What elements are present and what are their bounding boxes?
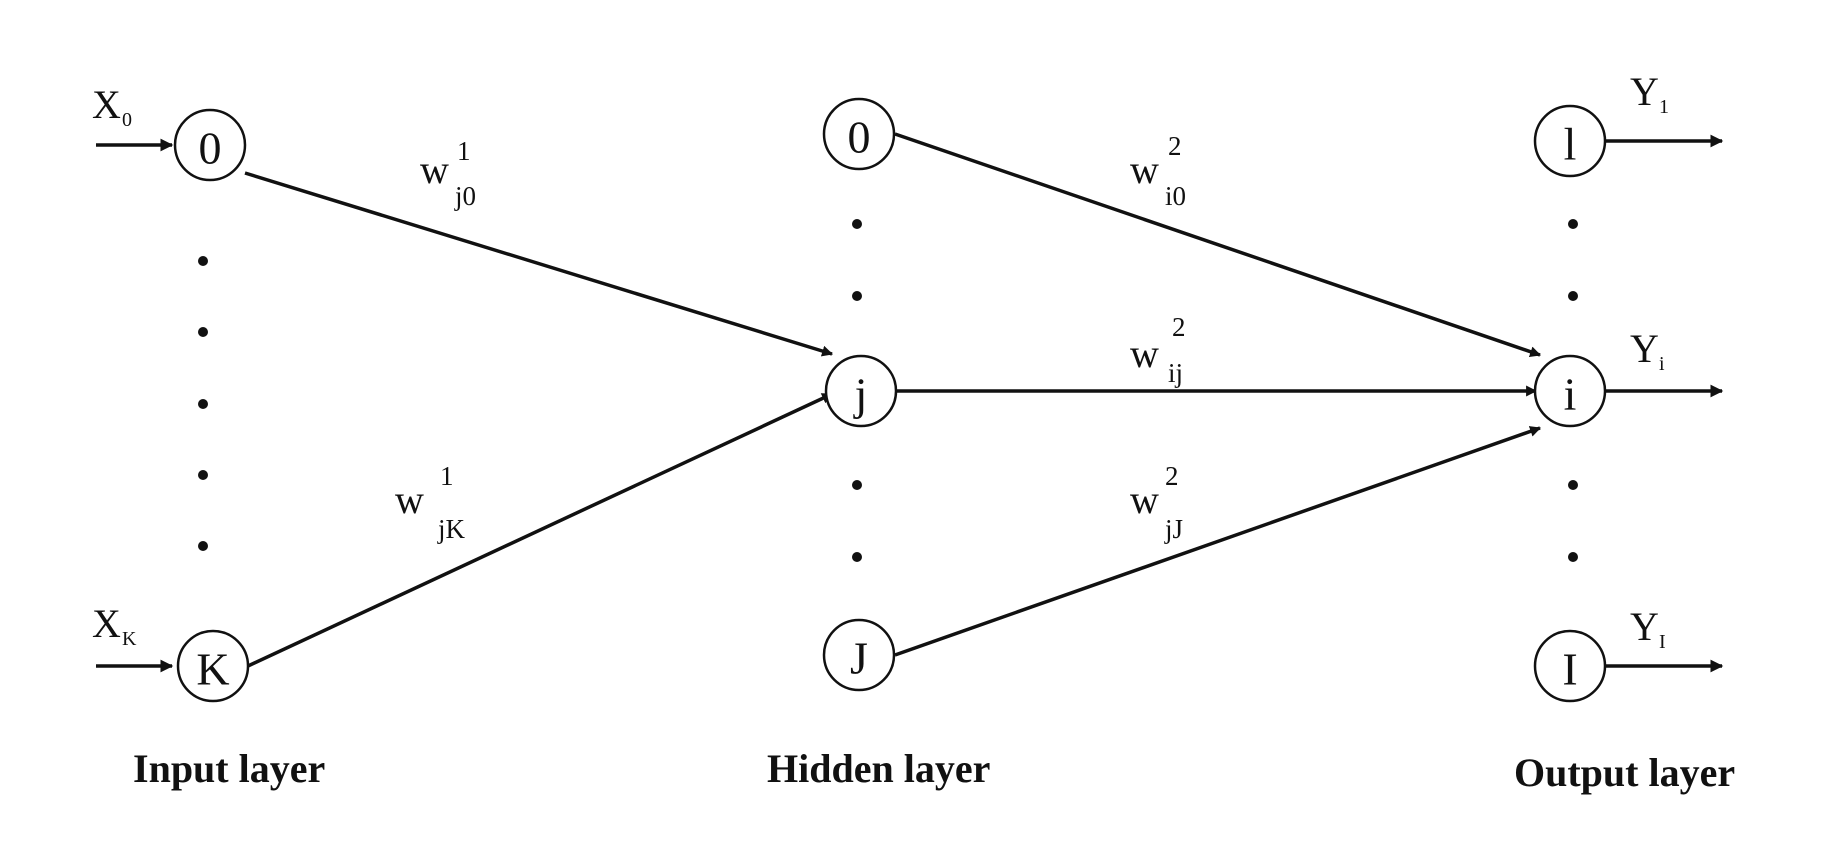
output-ellipsis-dots xyxy=(1568,219,1578,562)
weight-label-w-i0: w 2 i0 xyxy=(1130,131,1186,211)
hidden-node-J-label: J xyxy=(850,633,868,684)
input-label-x0: X 0 xyxy=(92,82,132,131)
output-layer-label: Output layer xyxy=(1514,750,1735,795)
output-node-I-label: I xyxy=(1562,644,1577,695)
hidden-node-0-label: 0 xyxy=(848,112,871,163)
weight-w-jJ-sub: jJ xyxy=(1164,514,1183,544)
output-layer: l i I xyxy=(1533,104,1607,703)
output-arrows xyxy=(1606,134,1724,673)
weight-w-jK-sup: 1 xyxy=(440,461,454,491)
connections xyxy=(244,132,1542,668)
input-node-K: K xyxy=(176,629,250,703)
edge-hiddenJ-to-outputi xyxy=(894,426,1542,657)
input-layer: 0 K xyxy=(173,108,250,703)
hidden-node-j: j xyxy=(824,354,898,428)
weight-w-ij-sup: 2 xyxy=(1172,312,1186,342)
weight-label-w-jJ: w 2 jJ xyxy=(1130,461,1183,544)
output-label-y1-sub: 1 xyxy=(1659,96,1669,118)
weight-w-i0-sub: i0 xyxy=(1165,181,1186,211)
input-layer-label: Input layer xyxy=(133,746,325,791)
weight-w-jK-sub: jK xyxy=(437,514,466,544)
output-label-yi: Y i xyxy=(1630,326,1665,375)
weight-label-w-jK: w 1 jK xyxy=(395,461,466,544)
input-arrows xyxy=(96,138,174,673)
hidden-node-J: J xyxy=(822,618,896,692)
hidden-node-0: 0 xyxy=(822,97,896,171)
input-label-x0-main: X xyxy=(92,82,121,127)
weight-w-ij-main: w xyxy=(1130,331,1159,376)
input-node-0: 0 xyxy=(173,108,247,182)
output-label-yI-sub: I xyxy=(1659,631,1666,653)
input-label-xK-sub: K xyxy=(122,628,137,650)
output-node-i-label: i xyxy=(1564,369,1577,420)
weight-label-w-ij: w 2 ij xyxy=(1130,312,1186,388)
output-node-1: l xyxy=(1533,104,1607,178)
hidden-node-j-label: j xyxy=(853,369,868,420)
input-label-x0-sub: 0 xyxy=(122,109,132,131)
input-label-xK: X K xyxy=(92,601,137,650)
weight-w-j0-main: w xyxy=(420,147,449,192)
hidden-layer: 0 j J xyxy=(822,97,898,692)
weight-w-ij-sub: ij xyxy=(1168,358,1183,388)
weight-w-jJ-main: w xyxy=(1130,477,1159,522)
weight-w-j0-sub: j0 xyxy=(454,181,476,211)
edge-input0-to-hiddenj xyxy=(244,171,834,357)
output-node-i: i xyxy=(1533,354,1607,428)
edge-hidden0-to-outputi xyxy=(894,132,1542,357)
output-label-yi-main: Y xyxy=(1630,326,1659,371)
output-label-yI: Y I xyxy=(1630,604,1666,653)
hidden-ellipsis-dots xyxy=(852,219,862,562)
input-node-0-label: 0 xyxy=(199,123,222,174)
output-label-y1: Y 1 xyxy=(1630,69,1669,118)
edge-inputK-to-hiddenj xyxy=(247,392,833,668)
weight-w-jJ-sup: 2 xyxy=(1165,461,1179,491)
hidden-layer-label: Hidden layer xyxy=(767,746,990,791)
output-node-1-label: l xyxy=(1564,119,1577,170)
weight-w-j0-sup: 1 xyxy=(457,136,471,166)
weight-w-jK-main: w xyxy=(395,477,424,522)
input-node-K-label: K xyxy=(196,644,229,695)
weight-label-w-j0: w 1 j0 xyxy=(420,136,476,211)
output-label-y1-main: Y xyxy=(1630,69,1659,114)
weight-w-i0-main: w xyxy=(1130,147,1159,192)
output-node-I: I xyxy=(1533,629,1607,703)
input-label-xK-main: X xyxy=(92,601,121,646)
output-label-yi-sub: i xyxy=(1659,353,1665,375)
output-label-yI-main: Y xyxy=(1630,604,1659,649)
weight-w-i0-sup: 2 xyxy=(1168,131,1182,161)
input-ellipsis-dots xyxy=(198,256,208,551)
